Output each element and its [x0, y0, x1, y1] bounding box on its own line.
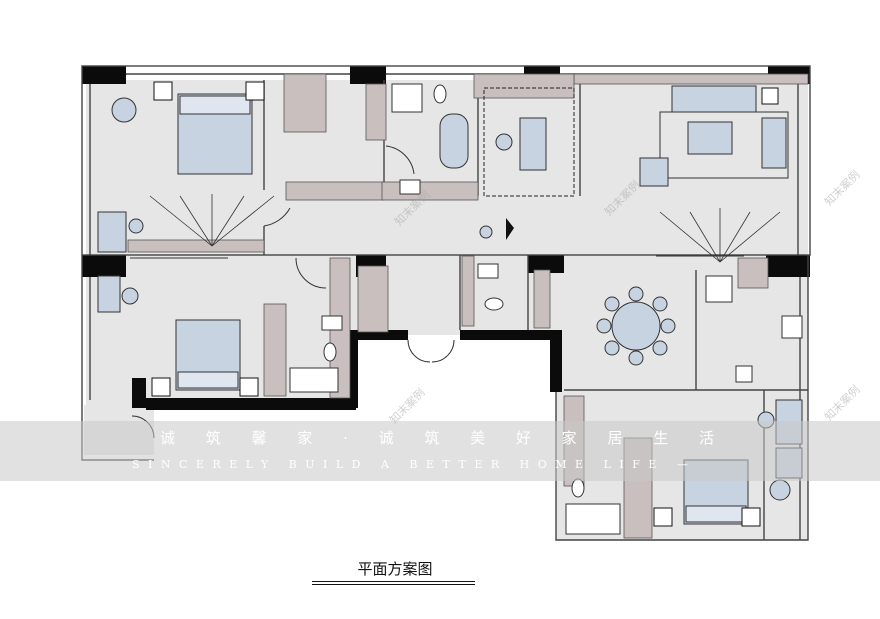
doors	[130, 145, 744, 439]
caption-underline	[312, 581, 475, 582]
bathroom-fixtures	[289, 83, 803, 535]
person-figure-icon	[479, 225, 493, 239]
entry-arrow-icon	[506, 218, 514, 240]
beds	[175, 93, 749, 525]
bedside-tables	[151, 81, 779, 527]
plan-caption: 平面方案图	[357, 560, 433, 578]
living-room-furniture	[639, 85, 789, 187]
banner-chinese-slogan: 诚 筑 馨 家 · 诚 筑 美 好 家 居 生 活	[160, 429, 727, 447]
caption-underline	[312, 584, 475, 585]
cabinets	[127, 73, 809, 539]
study-partition	[483, 87, 575, 197]
banner-english-slogan: SINCERELY BUILD A BETTER HOME LIFE —	[132, 458, 697, 471]
lighting-rays	[149, 194, 781, 263]
dining-table	[596, 286, 676, 366]
watermark-banner	[0, 421, 880, 481]
